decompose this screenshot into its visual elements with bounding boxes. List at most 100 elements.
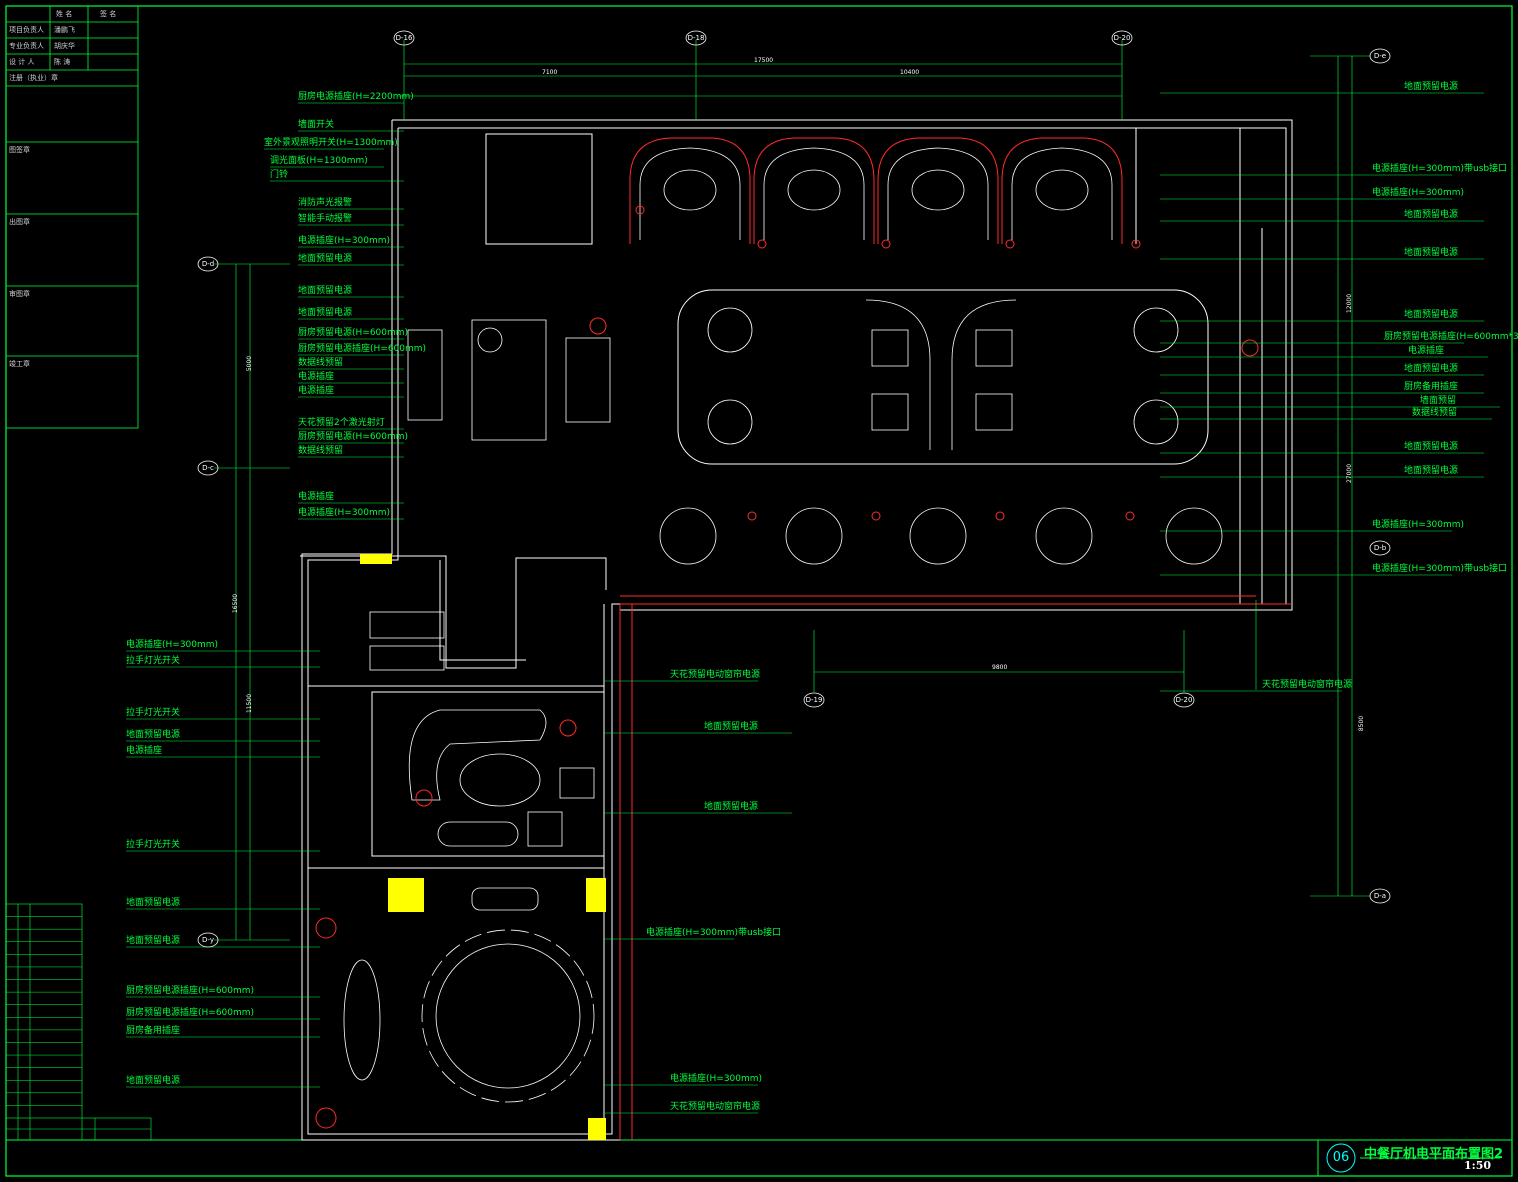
annotation-right-6: 厨房预留电源插座(H=600mm*3) [1384, 332, 1518, 342]
annotation-left-23: 拉手灯光开关 [126, 708, 181, 718]
annotation-left-18: 数据线预留 [298, 446, 344, 456]
annotation-left-31: 厨房备用插座 [126, 1026, 181, 1036]
annotation-left-16: 天花预留2个激光射灯 [298, 418, 385, 428]
axis-bubbles [197, 30, 1391, 948]
tb-name-1: 潘鹏飞 [54, 26, 75, 34]
axis-bottom-2: D-20 [1175, 696, 1193, 704]
booth-seating [639, 147, 1113, 240]
tb-stamp-2: 出图章 [9, 218, 30, 226]
annotation-left-24: 地面预留电源 [126, 730, 181, 740]
drawing-frame [5, 5, 1513, 1177]
annotation-center-2: 地面预留电源 [704, 802, 759, 812]
axis-top-2: D-18 [687, 34, 705, 42]
annotation-left-26: 拉手灯光开关 [126, 840, 181, 850]
tb-stamp-4: 竣工章 [9, 360, 30, 368]
annotation-left-27: 地面预留电源 [126, 898, 181, 908]
annotation-left-11: 厨房预留电源(H=600mm) [298, 328, 409, 338]
annotation-left-9: 地面预留电源 [298, 286, 353, 296]
tb-role-2: 专业负责人 [9, 42, 44, 50]
annotation-right-2: 电源插座(H=300mm) [1372, 188, 1465, 198]
annotation-right-0: 地面预留电源 [1404, 82, 1459, 92]
annotation-left-17: 厨房预留电源(H=600mm) [298, 432, 409, 442]
annotation-center-1: 地面预留电源 [704, 722, 759, 732]
tb-name-3: 陈 涛 [54, 58, 71, 66]
annotation-left-20: 电源插座(H=300mm) [298, 508, 391, 518]
dim-top-total: 17500 [754, 57, 774, 64]
dim-left-2: 16500 [232, 593, 240, 614]
round-tables-row [659, 507, 1223, 565]
annotation-left-19: 电源插座 [298, 492, 335, 502]
annotation-center-5: 天花预留电动窗帘电源 [670, 1102, 761, 1112]
electrical-symbols-red [315, 205, 1259, 1129]
dim-top-right: 10400 [900, 69, 920, 76]
drawing-scale: 1:50 [1464, 1159, 1492, 1172]
private-dining-table [343, 887, 595, 1103]
annotation-left-15: 电源插座 [298, 386, 335, 396]
annotation-left-6: 智能手动报警 [298, 214, 353, 224]
left-leader-lines [126, 102, 404, 1088]
annotation-right-8: 地面预留电源 [1404, 364, 1459, 374]
dim-left-3: 11500 [246, 693, 254, 714]
drawing-number: 06 [1332, 1150, 1350, 1165]
annotation-left-14: 电源插座 [298, 372, 335, 382]
annotation-center-0: 天花预留电动窗帘电源 [670, 670, 761, 680]
annotation-right-3: 地面预留电源 [1404, 210, 1459, 220]
axis-left-3: D-y [202, 936, 214, 944]
annotation-right-9: 厨房备用插座 [1404, 382, 1459, 392]
lounge-furniture [408, 709, 595, 847]
annotation-right-15: 电源插座(H=300mm)带usb接口 [1372, 564, 1508, 574]
annotation-left-10: 地面预留电源 [298, 308, 353, 318]
annotation-right-10: 墙面预留 [1420, 396, 1457, 406]
dim-right-2: 27000 [1346, 463, 1354, 484]
legend-extra [5, 1117, 152, 1141]
annotation-left-3: 调光面板(H=1300mm) [270, 156, 368, 166]
leader-lines [214, 40, 1370, 941]
axis-left-2: D-c [202, 464, 214, 472]
tb-role-1: 项目负责人 [9, 26, 44, 34]
dim-left-1: 5000 [246, 355, 254, 372]
annotation-left-4: 门铃 [270, 170, 289, 180]
drawing-number-circle [1326, 1143, 1356, 1173]
annotation-left-1: 墙面开关 [298, 120, 335, 130]
annotation-left-21: 电源插座(H=300mm) [126, 640, 219, 650]
annotation-left-32: 地面预留电源 [126, 1076, 181, 1086]
axis-right-3: D-a [1373, 892, 1387, 900]
annotation-left-13: 数据线预留 [298, 358, 344, 368]
dim-top-left: 7100 [542, 69, 558, 76]
axis-top-3: D-20 [1113, 34, 1131, 42]
right-leader-lines [1160, 92, 1500, 692]
annotation-right-1: 电源插座(H=300mm)带usb接口 [1372, 164, 1508, 174]
annotation-right-11: 数据线预留 [1412, 408, 1458, 418]
annotation-left-29: 厨房预留电源插座(H=600mm) [126, 986, 255, 996]
dim-right-1: 12000 [1346, 293, 1354, 314]
title-strip [6, 1139, 1512, 1176]
dim-bottom: 9800 [992, 664, 1008, 671]
annotation-left-28: 地面预留电源 [126, 936, 181, 946]
tb-stamp-3: 审图章 [9, 290, 30, 298]
dining-island [677, 289, 1209, 465]
annotation-right-12: 地面预留电源 [1404, 442, 1459, 452]
legend-table [5, 903, 83, 1141]
tb-role-3: 设 计 人 [9, 58, 35, 66]
yellow-blocks [360, 554, 606, 1140]
annotation-right-5: 地面预留电源 [1404, 310, 1459, 320]
annotation-left-0: 厨房电源插座(H=2200mm) [298, 92, 414, 102]
annotation-right-7: 电源插座 [1408, 346, 1445, 356]
tb-notes: 注册（执业）章 [9, 74, 58, 82]
annotation-right-16: 天花预留电动窗帘电源 [1262, 680, 1353, 690]
title-block-grid [5, 5, 139, 429]
tb-header-name: 姓 名 [56, 10, 73, 18]
axis-left-1: D-d [201, 260, 215, 268]
annotation-right-4: 地面预留电源 [1404, 248, 1459, 258]
kitchen-equipment [369, 319, 611, 671]
annotation-center-4: 电源插座(H=300mm) [670, 1074, 763, 1084]
tb-header-sign: 签 名 [100, 10, 117, 18]
annotation-right-13: 地面预留电源 [1404, 466, 1459, 476]
annotation-center-3: 电源插座(H=300mm)带usb接口 [646, 928, 782, 938]
wall-hatch-red [619, 137, 1292, 1140]
annotation-left-25: 电源插座 [126, 746, 163, 756]
annotation-left-7: 电源插座(H=300mm) [298, 236, 391, 246]
drawing-title: 中餐厅机电平面布置图2 [1364, 1147, 1504, 1162]
building-walls [300, 119, 1293, 1141]
annotation-left-5: 消防声光报警 [298, 198, 353, 208]
